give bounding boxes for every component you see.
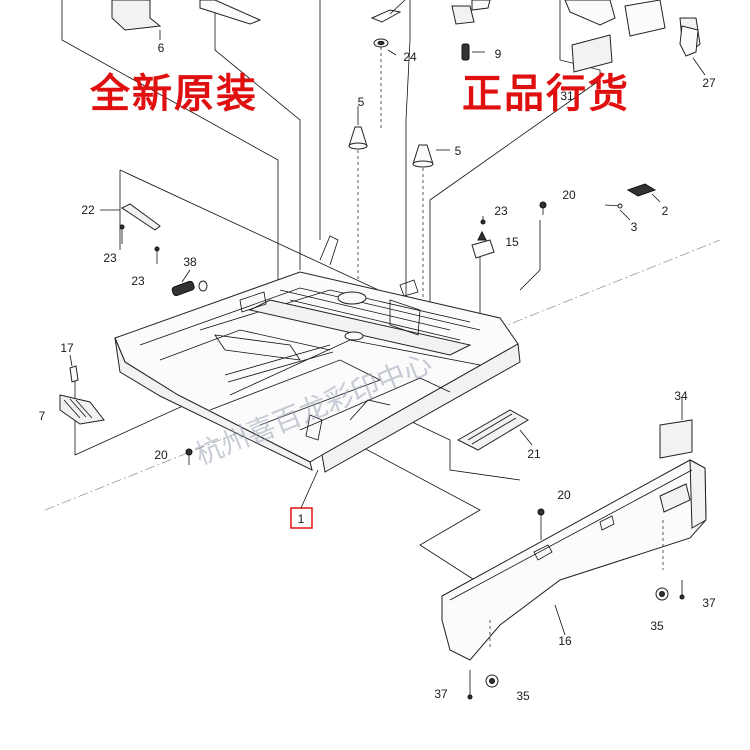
promo-text-right: 正品行货 [462, 70, 630, 117]
callout-6: 6 [158, 41, 165, 55]
part-24-washer [373, 38, 397, 130]
part-1-main-tray [114, 235, 521, 473]
part-16-front-cover [441, 459, 707, 661]
callout-21: 21 [527, 447, 541, 461]
callout-20-top: 20 [562, 188, 576, 202]
part-3-pin [604, 203, 631, 221]
callout-27: 27 [702, 76, 716, 90]
callout-22: 22 [81, 203, 95, 217]
promo-text-left: 全新原装 [89, 70, 258, 117]
leader-lines [61, 0, 601, 591]
part-38-spring [171, 269, 208, 297]
callout-7: 7 [39, 409, 46, 423]
callout-35-right: 35 [650, 619, 664, 633]
callout-labels: 6 24 9 31 27 5 5 22 23 23 38 20 2 23 15 … [39, 41, 716, 703]
callout-23-c: 23 [494, 204, 508, 218]
callout-35-left: 35 [516, 689, 530, 703]
callout-1: 1 [298, 512, 305, 526]
callout-5-right: 5 [455, 144, 462, 158]
part-15-latch [471, 230, 495, 259]
part-37-screws [467, 580, 685, 700]
callout-2: 2 [662, 204, 669, 218]
callout-38: 38 [183, 255, 197, 269]
part-6-bracket [111, 0, 262, 40]
part-31-frame [564, 0, 701, 73]
part-7-handle [59, 394, 105, 425]
callout-34: 34 [674, 389, 688, 403]
part-hinge-top [451, 0, 491, 25]
part-9-spring [461, 43, 485, 61]
callout-9: 9 [495, 47, 502, 61]
part-5-cone-right [412, 144, 450, 300]
callout-31: 31 [560, 89, 574, 103]
part-17-spring [69, 354, 79, 383]
part-22-strip [100, 203, 161, 231]
part-34-label [659, 398, 693, 459]
callout-20-bottom: 20 [557, 488, 571, 502]
callout-16: 16 [558, 634, 572, 648]
callout-15: 15 [505, 235, 519, 249]
callout-3: 3 [631, 220, 638, 234]
part-label-strip-top [370, 0, 406, 23]
part-2-clip [626, 183, 661, 203]
callout-17: 17 [60, 341, 74, 355]
part-27-latch [679, 25, 706, 76]
part-35-nuts [485, 587, 669, 688]
callout-23-b: 23 [131, 274, 145, 288]
callout-37-left: 37 [434, 687, 448, 701]
highlight-box-part-1 [290, 507, 313, 529]
screws-23 [119, 216, 486, 264]
callout-37-right: 37 [702, 596, 716, 610]
part-5-cone-left [348, 106, 368, 280]
callout-23-a: 23 [103, 251, 117, 265]
callout-20-left: 20 [154, 448, 168, 462]
screws-20 [185, 201, 547, 540]
callout-5-left: 5 [358, 95, 365, 109]
part-21-plate [456, 409, 533, 451]
callout-24: 24 [403, 50, 417, 64]
